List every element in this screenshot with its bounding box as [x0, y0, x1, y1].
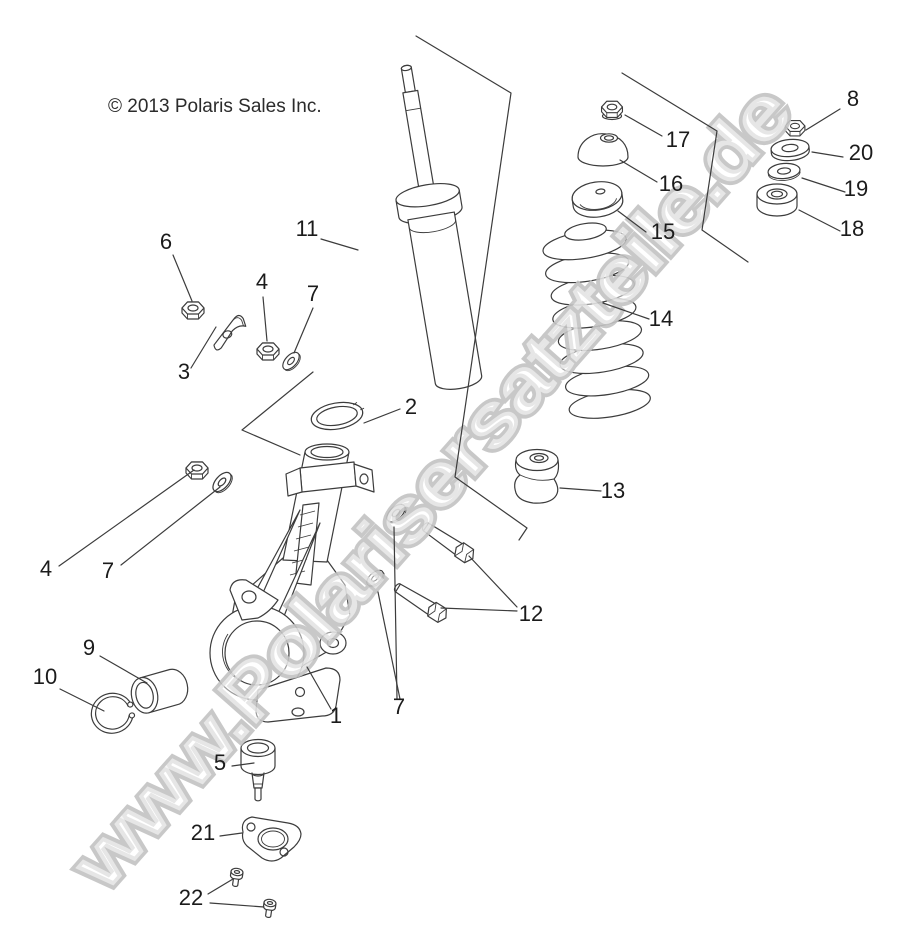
leader-line-7-mid-a [393, 526, 398, 700]
bracket-lines [241, 35, 749, 541]
callout-19: 19 [844, 176, 868, 201]
callout-11: 11 [296, 216, 319, 241]
part-knuckle-drawing [209, 443, 375, 723]
part-spring-retainer-drawing [571, 181, 624, 218]
callout-10: 10 [33, 664, 57, 689]
part-nut4-upper-drawing [256, 342, 280, 361]
part-nut4-lower-drawing [185, 461, 209, 480]
leader-line-21 [219, 832, 243, 837]
leader-line-10 [59, 688, 105, 712]
callout-14: 14 [649, 306, 673, 331]
part-ball-joint-drawing [240, 738, 276, 802]
leader-line-18 [798, 209, 841, 232]
part-plate-drawing [241, 816, 302, 862]
leader-line-8 [805, 108, 841, 131]
part-strut-drawing [395, 64, 483, 390]
leader-line-20 [811, 151, 844, 158]
diagram-artwork [90, 64, 810, 919]
callout-18: 18 [840, 216, 864, 241]
callout-2: 2 [405, 394, 417, 419]
leader-line-16 [619, 159, 658, 183]
part-nut6-drawing [181, 301, 205, 320]
leader-line-11 [320, 238, 359, 251]
leader-line-4-upper [262, 296, 268, 342]
callout-7-mid: 7 [393, 694, 405, 719]
leader-line-19 [801, 177, 846, 193]
callout-5: 5 [214, 750, 226, 775]
part-oring-drawing [310, 401, 365, 431]
part-washer7-upper-drawing [279, 348, 304, 375]
callout-16: 16 [659, 171, 683, 196]
part-screw22-upper-drawing [228, 866, 245, 888]
leader-line-2 [363, 408, 401, 424]
part-screw22-lower-drawing [261, 897, 278, 919]
leader-line-12a [468, 555, 518, 608]
leader-line-1 [306, 666, 332, 710]
leader-line-6 [172, 254, 193, 302]
leader-line-22b [209, 902, 265, 908]
leader-line-7-mid-b [377, 591, 401, 700]
leader-lines [58, 108, 846, 908]
callout-7-upper: 7 [307, 281, 319, 306]
part-coil-spring-drawing [542, 222, 651, 419]
callout-15: 15 [651, 219, 675, 244]
leader-line-5 [231, 762, 255, 767]
callout-labels: 1 2 3 4 4 5 6 7 7 7 8 9 10 11 12 13 14 1… [33, 86, 873, 910]
callout-4-lower: 4 [40, 556, 52, 581]
part-clamp-drawing [213, 314, 247, 351]
leader-line-17 [624, 114, 663, 137]
leader-line-22a [207, 878, 234, 895]
callout-22: 22 [179, 885, 203, 910]
callout-7-left: 7 [102, 558, 114, 583]
part-spacer-drawing [130, 668, 189, 714]
callout-6: 6 [160, 229, 172, 254]
copyright-text: © 2013 Polaris Sales Inc. [108, 96, 322, 117]
leader-line-7-left [120, 486, 221, 566]
part-bushing-cup18-drawing [756, 183, 798, 217]
leader-line-4-lower [58, 469, 195, 567]
part-snap-ring-drawing [90, 692, 136, 734]
callout-4-upper: 4 [256, 269, 268, 294]
part-nut17-drawing [600, 100, 624, 121]
callout-3: 3 [178, 359, 190, 384]
leader-line-13 [559, 487, 602, 492]
callout-8: 8 [847, 86, 859, 111]
part-washer19-drawing [767, 162, 801, 182]
part-bump-stop-drawing [514, 448, 560, 504]
bracket-strut-assembly [415, 35, 528, 541]
callout-17: 17 [666, 127, 690, 152]
leader-line-7-upper [293, 307, 314, 354]
callout-annotations: 1 2 3 4 4 5 6 7 7 7 8 9 10 11 12 13 14 1… [33, 35, 873, 910]
callout-20: 20 [849, 140, 873, 165]
part-dome-cap-drawing [577, 133, 629, 167]
part-washer20-drawing [770, 138, 810, 162]
bracket-mount-group [621, 72, 749, 263]
leader-line-14 [602, 302, 650, 320]
callout-9: 9 [83, 635, 95, 660]
leader-line-9 [99, 655, 148, 684]
leader-line-3 [190, 326, 217, 369]
callout-1: 1 [330, 703, 342, 728]
callout-21: 21 [191, 820, 215, 845]
bracket-knuckle-tube [241, 371, 314, 456]
callout-13: 13 [601, 478, 625, 503]
callout-12: 12 [519, 601, 543, 626]
leader-line-12b [440, 607, 518, 612]
leader-line-15 [617, 210, 647, 233]
